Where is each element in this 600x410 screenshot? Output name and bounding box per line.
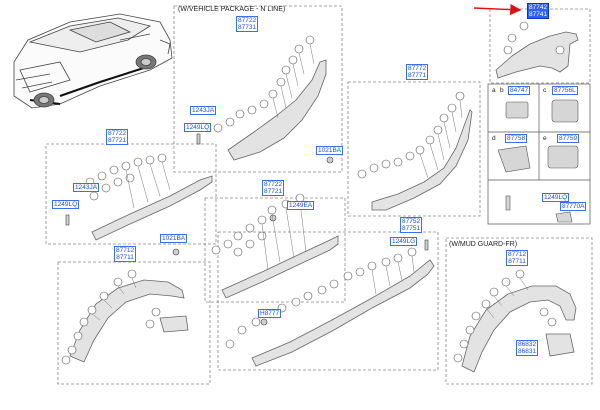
part-label-h8777[interactable]: H8777 bbox=[258, 309, 282, 318]
thumb-e bbox=[547, 145, 579, 169]
part-label-1021ba-a[interactable]: 1021BA bbox=[316, 146, 344, 155]
thumb-c bbox=[551, 99, 579, 123]
part-top-right-arch bbox=[495, 31, 579, 79]
grid-cell-d-letter: d bbox=[492, 135, 496, 142]
part-n-line-front-arch bbox=[227, 59, 327, 161]
grid-cell-b-code[interactable]: 84747 bbox=[508, 86, 531, 95]
part-mud-guard-clip bbox=[545, 333, 575, 357]
part-mud-guard-arch bbox=[461, 285, 577, 373]
caption-n-line: (W/VEHICLE PACKAGE - N LINE) bbox=[178, 6, 286, 13]
grid-cell-f-code1[interactable]: 1249LQ bbox=[542, 193, 570, 202]
grid-cell-a: a bbox=[492, 87, 496, 94]
frame-rear-arch bbox=[57, 261, 211, 385]
highlight-arrow bbox=[473, 3, 522, 16]
caption-mud-guard: (W/MUD GUARD-FR) bbox=[449, 241, 518, 248]
grid-thumbnails bbox=[497, 99, 579, 223]
grid-cell-e-letter: e bbox=[543, 135, 547, 142]
frame-left-sill bbox=[45, 143, 217, 245]
thumb-fastener-a bbox=[505, 195, 511, 211]
leader-lines bbox=[91, 43, 529, 321]
vehicle-sketch bbox=[13, 13, 173, 109]
grid-cell-c-code[interactable]: 87756L bbox=[552, 86, 578, 95]
grid-cell-b-letter: b bbox=[500, 87, 504, 94]
part-side-sill bbox=[251, 259, 435, 367]
part-label-1243ja-a[interactable]: 1243JA bbox=[190, 106, 217, 115]
frame-right-panel bbox=[347, 81, 481, 217]
group-frames bbox=[45, 5, 593, 385]
part-label-1249lg[interactable]: 1249LG bbox=[390, 237, 418, 246]
part-label-1249ea[interactable]: 1249EA bbox=[287, 201, 315, 210]
frame-mud-guard bbox=[445, 237, 593, 385]
part-mid-sill bbox=[221, 235, 339, 299]
part-left-sill bbox=[91, 175, 213, 241]
frame-mid bbox=[204, 197, 346, 303]
thumb-d bbox=[497, 145, 531, 173]
part-right-panel bbox=[371, 109, 473, 211]
grid-cell-e-code[interactable]: 87759 bbox=[557, 134, 580, 143]
parts-grid bbox=[487, 83, 591, 225]
part-label-1249lq-a[interactable]: 1249LQ bbox=[184, 123, 212, 132]
garnish-parts bbox=[69, 31, 579, 373]
thumb-f bbox=[555, 211, 573, 223]
fasteners bbox=[65, 133, 429, 326]
frame-n-line bbox=[173, 5, 343, 173]
grid-cell-d-code[interactable]: 87758 bbox=[505, 134, 528, 143]
part-label-1249lq-b[interactable]: 1249LQ bbox=[52, 200, 80, 209]
part-label-1021ba-b[interactable]: 1021BA bbox=[160, 234, 188, 243]
part-rear-arch-flap bbox=[159, 315, 189, 333]
frame-side-sill bbox=[217, 231, 439, 371]
letter-callouts bbox=[61, 21, 565, 365]
part-label-1243ja-b[interactable]: 1243JA bbox=[73, 183, 100, 192]
thumb-b bbox=[505, 101, 529, 119]
grid-cell-f-code2[interactable]: 87770A bbox=[560, 202, 587, 211]
grid-cell-c-letter: c bbox=[543, 87, 547, 94]
